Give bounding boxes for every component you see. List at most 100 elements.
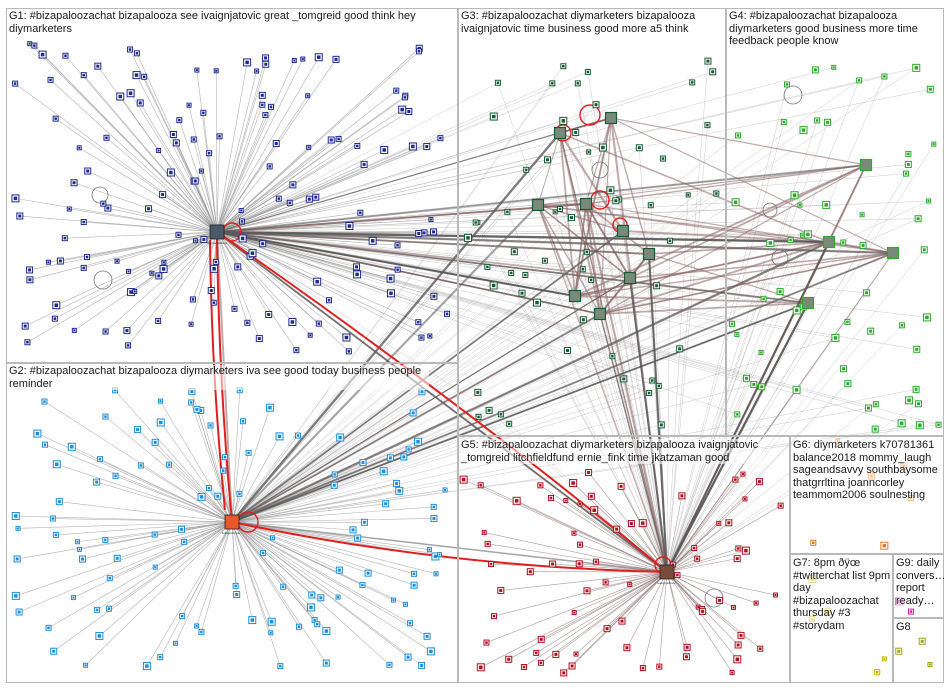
node-fill bbox=[54, 317, 57, 320]
node-fill bbox=[44, 443, 47, 446]
edge-heavy bbox=[667, 303, 808, 572]
node-fill bbox=[136, 428, 139, 431]
edge bbox=[15, 198, 217, 232]
node-fill bbox=[169, 171, 173, 175]
node-fill bbox=[559, 208, 562, 211]
node-fill bbox=[921, 640, 924, 643]
node-fill bbox=[251, 251, 255, 255]
node-fill bbox=[200, 170, 202, 172]
node-fill bbox=[929, 88, 932, 91]
node-fill bbox=[389, 456, 392, 459]
node-fill bbox=[55, 534, 58, 537]
node-fill bbox=[192, 138, 195, 141]
node-fill bbox=[272, 537, 274, 539]
node-fill bbox=[779, 290, 782, 293]
node-fill bbox=[18, 611, 21, 614]
node-fill bbox=[241, 237, 245, 241]
node-fill bbox=[41, 53, 45, 57]
hub-node bbox=[660, 565, 674, 579]
node-fill bbox=[384, 502, 387, 505]
node-fill bbox=[715, 192, 718, 195]
node-fill bbox=[251, 618, 255, 622]
node-fill bbox=[209, 424, 212, 427]
node-fill bbox=[202, 112, 205, 115]
node-fill bbox=[870, 475, 873, 478]
node-fill bbox=[434, 555, 438, 559]
node-fill bbox=[261, 94, 264, 97]
node-fill bbox=[614, 199, 617, 202]
node-fill bbox=[687, 194, 689, 196]
node-fill bbox=[731, 323, 734, 326]
node-fill bbox=[316, 623, 319, 626]
node-fill bbox=[382, 148, 386, 152]
hub-node bbox=[210, 225, 224, 239]
node-fill bbox=[420, 336, 423, 339]
node-fill bbox=[727, 521, 730, 524]
node-fill bbox=[268, 165, 271, 168]
node-fill bbox=[157, 320, 160, 323]
node-fill bbox=[915, 348, 918, 351]
node-fill bbox=[82, 221, 85, 224]
edge bbox=[48, 232, 217, 262]
avatar-node bbox=[606, 113, 617, 124]
node-fill bbox=[898, 600, 902, 604]
edge bbox=[576, 572, 667, 654]
node-fill bbox=[658, 385, 661, 388]
node-fill bbox=[36, 432, 40, 436]
node-fill bbox=[615, 528, 618, 531]
node-fill bbox=[24, 325, 27, 328]
node-fill bbox=[917, 402, 920, 405]
node-fill bbox=[574, 131, 577, 134]
node-fill bbox=[293, 59, 295, 61]
edge bbox=[217, 232, 754, 384]
node-fill bbox=[811, 618, 814, 621]
edge bbox=[667, 423, 902, 572]
edge bbox=[44, 402, 232, 522]
node-fill bbox=[129, 91, 133, 95]
node-fill bbox=[49, 79, 52, 82]
node-fill bbox=[426, 635, 429, 638]
node-fill bbox=[507, 658, 510, 661]
node-fill bbox=[234, 585, 237, 588]
node-fill bbox=[811, 577, 815, 581]
node-fill bbox=[417, 232, 420, 235]
node-fill bbox=[28, 268, 31, 271]
node-fill bbox=[429, 650, 433, 654]
node-fill bbox=[139, 101, 142, 104]
node-fill bbox=[662, 157, 665, 160]
node-fill bbox=[801, 234, 803, 236]
node-fill bbox=[334, 58, 337, 61]
node-fill bbox=[544, 259, 547, 262]
node-fill bbox=[793, 193, 797, 197]
node-fill bbox=[786, 83, 789, 86]
node-fill bbox=[479, 484, 482, 487]
node-fill bbox=[428, 549, 430, 551]
node-fill bbox=[929, 664, 931, 666]
node-fill bbox=[195, 408, 198, 411]
node-fill bbox=[278, 197, 281, 200]
node-fill bbox=[588, 151, 590, 153]
node-fill bbox=[104, 539, 107, 542]
node-fill bbox=[77, 541, 79, 543]
edge bbox=[541, 572, 667, 663]
node-fill bbox=[190, 323, 192, 325]
node-fill bbox=[145, 664, 149, 668]
node-fill bbox=[240, 210, 242, 212]
node-fill bbox=[420, 390, 423, 393]
node-fill bbox=[758, 480, 761, 483]
edge-heavy bbox=[829, 165, 866, 242]
hub-label: bizapalooza bbox=[222, 531, 240, 535]
node-fill bbox=[565, 500, 567, 502]
node-fill bbox=[523, 666, 526, 669]
node-fill bbox=[907, 153, 910, 156]
node-fill bbox=[586, 251, 589, 254]
node-fill bbox=[104, 415, 107, 418]
node-fill bbox=[418, 50, 421, 53]
edge bbox=[232, 522, 427, 636]
edge bbox=[232, 522, 439, 555]
node-fill bbox=[215, 261, 218, 264]
node-fill bbox=[208, 487, 211, 490]
node-fill bbox=[55, 463, 59, 467]
node-fill bbox=[359, 211, 362, 214]
node-fill bbox=[486, 543, 489, 546]
